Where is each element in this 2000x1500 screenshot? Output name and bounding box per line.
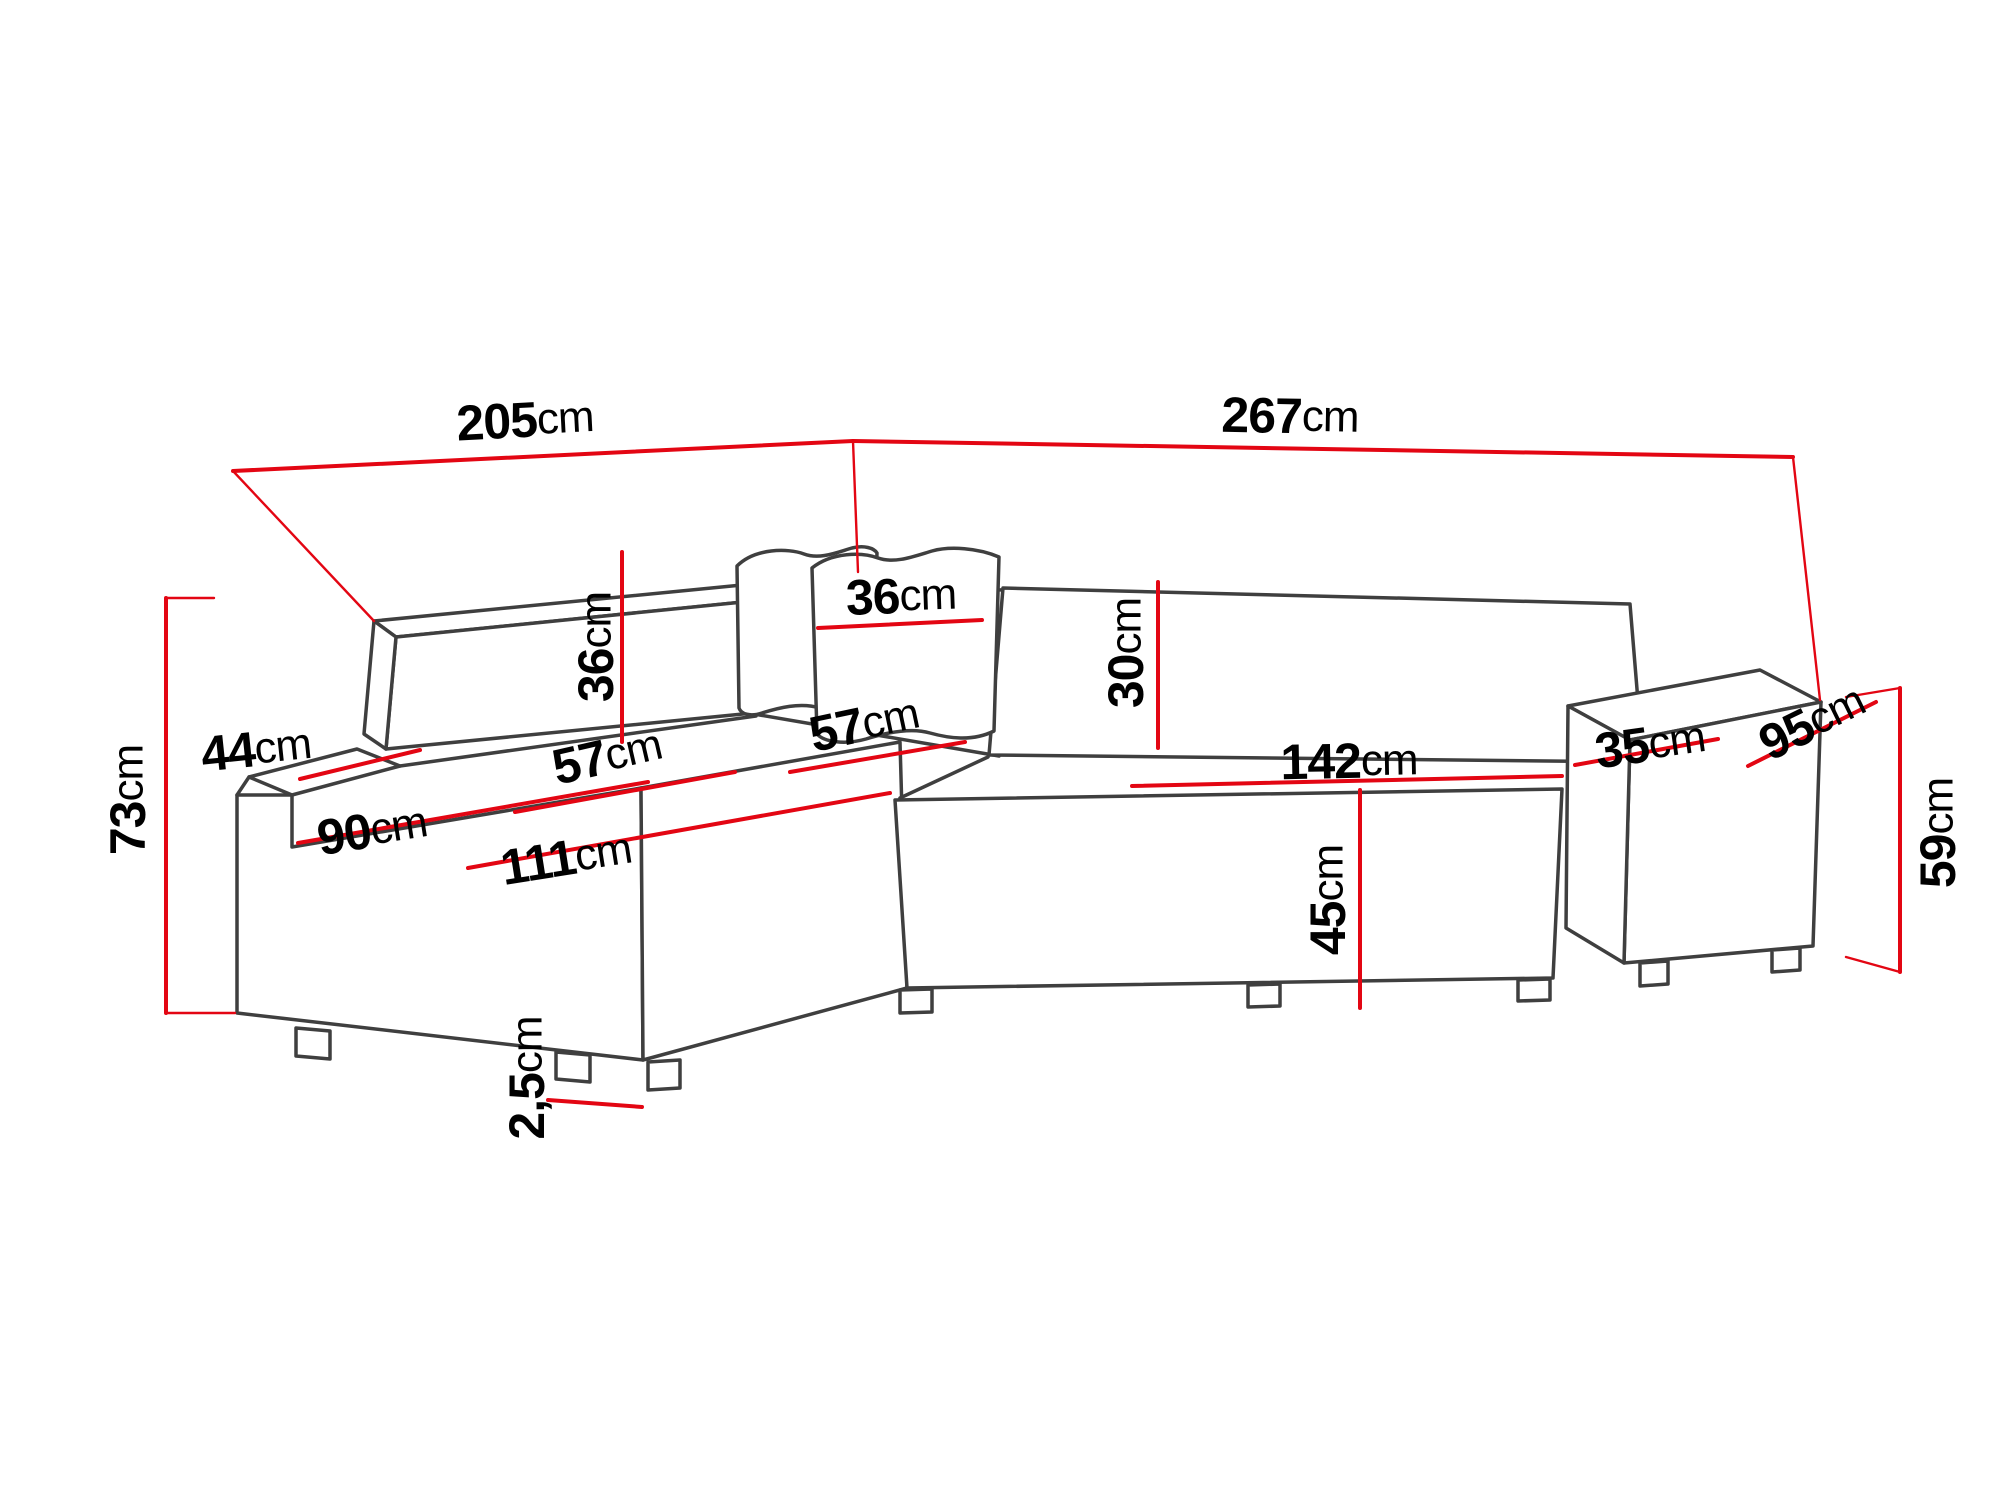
- ext-line-59-bottom: [1844, 955, 1902, 974]
- dim-value: 2,5: [499, 1073, 555, 1140]
- sofa-leg: [1516, 977, 1552, 1003]
- dim-value: 90: [313, 803, 375, 867]
- dim-unit: cm: [104, 745, 153, 802]
- dim-unit: cm: [503, 1016, 552, 1073]
- dim-line-seat-depth-b: [788, 740, 967, 774]
- dim-line-width-left: [231, 439, 855, 473]
- dim-line-ottoman-width: [1573, 737, 1720, 767]
- sofa-leg: [646, 1058, 682, 1092]
- dim-unit: cm: [572, 592, 621, 649]
- dim-label-armrest-left: 44cm: [198, 715, 314, 782]
- dim-value: 59: [1910, 835, 1966, 889]
- dim-unit: cm: [899, 570, 957, 621]
- dim-unit: cm: [1304, 845, 1353, 902]
- right-front-face: [893, 787, 1564, 990]
- ext-line-267-right: [1791, 455, 1822, 702]
- ext-line-205-left: [231, 469, 376, 623]
- sofa-leg: [554, 1050, 592, 1084]
- dim-label-width-left: 205cm: [455, 388, 595, 451]
- dim-unit: cm: [600, 720, 666, 780]
- right-seat-left-edge: [898, 755, 990, 800]
- dim-label-seat-height: 45cm: [1300, 845, 1356, 955]
- dim-label-leg-height: 2,5cm: [499, 1016, 555, 1139]
- dim-unit: cm: [1102, 598, 1151, 655]
- left-front-face: [235, 786, 645, 1062]
- dim-line-pillow-width: [816, 618, 984, 630]
- left-backrest-end: [362, 619, 398, 751]
- dim-value: 267: [1221, 387, 1302, 444]
- dim-line-ottoman-depth: [1746, 700, 1878, 768]
- dim-line-seat-depth-a: [513, 770, 737, 814]
- dim-value: 111: [497, 829, 580, 896]
- dim-line-seat-depth-left: [296, 780, 650, 845]
- dim-unit: cm: [1360, 735, 1418, 785]
- dim-label-seat-depth-a: 57cm: [547, 716, 667, 795]
- dim-value: 45: [1300, 901, 1356, 955]
- dim-label-chaise-length: 111cm: [497, 820, 636, 896]
- dim-label-pillow-width: 36cm: [845, 566, 957, 626]
- dim-label-ottoman-width: 35cm: [1591, 709, 1708, 780]
- dim-unit: cm: [1645, 712, 1708, 768]
- dim-value: 73: [100, 802, 156, 856]
- dim-label-seat-depth-left: 90cm: [313, 794, 431, 867]
- ottoman-leg: [1770, 946, 1802, 974]
- ottoman-leg: [1638, 959, 1670, 988]
- sofa-drawing: [235, 545, 1823, 1092]
- ext-line-59-top: [1844, 686, 1902, 699]
- dim-value: 35: [1591, 716, 1652, 779]
- dim-value: 36: [845, 568, 901, 626]
- dim-label-pillow-height: 36cm: [568, 592, 624, 702]
- dim-unit: cm: [1301, 392, 1359, 442]
- dim-line-chaise-length: [466, 791, 892, 870]
- dim-value: 57: [804, 697, 868, 763]
- ext-line-corner: [851, 439, 860, 574]
- dimension-lines: [164, 439, 1902, 1109]
- dim-label-seat-width-right: 142cm: [1280, 732, 1418, 790]
- left-seat-back-seam: [398, 714, 758, 768]
- dim-line-seat-width-right: [1130, 774, 1564, 788]
- dim-line-leg-height: [546, 1098, 644, 1109]
- dim-label-seat-depth-b: 57cm: [804, 685, 924, 763]
- dim-line-armrest-left: [298, 748, 422, 781]
- dim-unit: cm: [857, 689, 923, 749]
- dim-line-width-right: [851, 439, 1795, 459]
- dim-value: 205: [455, 391, 538, 451]
- dim-unit: cm: [571, 824, 635, 881]
- dim-unit: cm: [367, 797, 431, 854]
- dim-value: 57: [547, 729, 612, 796]
- dim-label-width-right: 267cm: [1221, 387, 1359, 445]
- dimension-labels: 205cm 267cm 73cm 44cm 90cm 111cm 57cm 57…: [100, 387, 1966, 1140]
- sofa-leg: [294, 1026, 332, 1061]
- dim-unit: cm: [252, 719, 313, 774]
- ottoman-left-face: [1564, 704, 1632, 965]
- dim-value: 142: [1280, 733, 1361, 790]
- sofa-leg: [1246, 982, 1282, 1009]
- dim-unit: cm: [536, 392, 595, 444]
- sofa-leg: [898, 987, 934, 1015]
- dim-value: 30: [1098, 655, 1154, 709]
- dim-value: 36: [568, 649, 624, 703]
- pillow-front: [810, 546, 1001, 744]
- dim-value: 44: [198, 721, 258, 782]
- dim-label-height-total: 73cm: [100, 745, 156, 855]
- dim-label-ottoman-height: 59cm: [1910, 778, 1966, 888]
- dim-label-backrest-height: 30cm: [1098, 598, 1154, 708]
- armrest-bevel-line: [235, 775, 251, 797]
- dim-unit: cm: [1914, 778, 1963, 835]
- chaise-right-face: [639, 740, 909, 1062]
